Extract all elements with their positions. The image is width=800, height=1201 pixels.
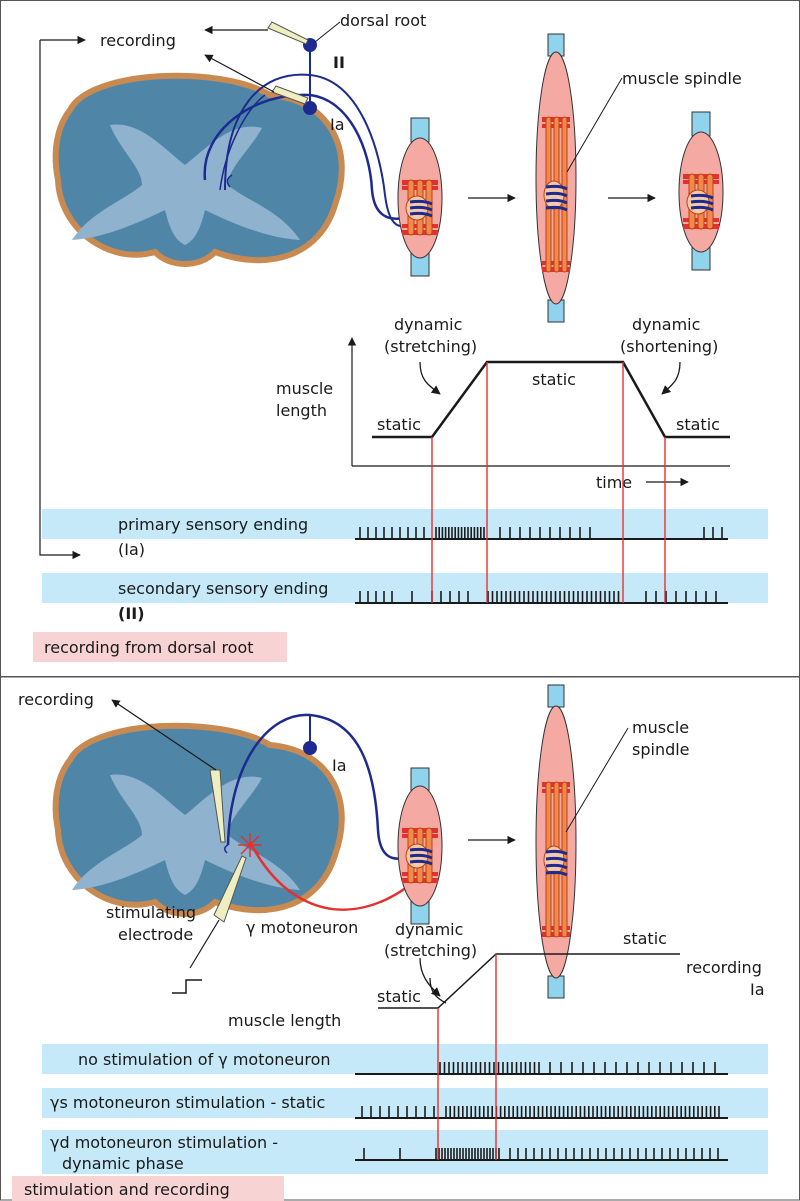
dynamic-shortening-label-2: (shortening) (620, 337, 718, 356)
spinal-cord-bottom (56, 726, 342, 914)
dorsal-root-ganglion-ia-b (303, 741, 317, 755)
row-label-gs-stim: γs motoneuron stimulation - static (50, 1093, 325, 1112)
dynamic-label-b-1: dynamic (395, 920, 463, 939)
static-label-mid: static (532, 370, 576, 389)
caption-b: stimulation and recording (24, 1180, 230, 1199)
stimulation-site-icon (238, 833, 262, 857)
caption-a: recording from dorsal root (44, 638, 254, 657)
recording-label-b: recording (18, 690, 94, 709)
dynamic-label-b-2: (stretching) (384, 941, 477, 960)
row-label-primary: primary sensory ending (118, 515, 308, 534)
muscle-length-label-b: muscle length (228, 1011, 341, 1030)
muscle-length-graph (352, 338, 730, 482)
time-label: time (596, 473, 632, 492)
static-label-b-top: static (623, 929, 667, 948)
static-label-left: static (377, 415, 421, 434)
panel-b: recording Ia muscle spindle stimulating … (1, 677, 800, 1201)
panel-a: recording dorsal root II Ia muscle spind… (1, 1, 800, 677)
step-pulse-icon (172, 980, 202, 993)
muscle-length-label-1: muscle (276, 379, 333, 398)
muscle-relaxed-left (398, 118, 442, 276)
spinal-cord-top (56, 76, 342, 264)
dynamic-stretching-label-2: (stretching) (384, 337, 477, 356)
fiber-ii-label: II (333, 53, 345, 72)
static-label-right: static (676, 415, 720, 434)
stimulating-electrode-label-2: electrode (118, 925, 193, 944)
muscle-spindle-label-b-1: muscle (632, 718, 689, 737)
row-sublabel-gd-stim: dynamic phase (62, 1154, 184, 1173)
dynamic-shortening-label-1: dynamic (632, 315, 700, 334)
gamma-motoneuron-label: γ motoneuron (246, 918, 358, 937)
row-label-secondary: secondary sensory ending (118, 579, 328, 598)
recording-ia-label-1: recording (686, 958, 762, 977)
recording-ia-label-2: Ia (750, 980, 765, 999)
muscle-spindle-label: muscle spindle (622, 69, 742, 88)
dorsal-root-label: dorsal root (340, 11, 426, 30)
muscle-relaxed-right (679, 112, 723, 270)
length-trace-b (378, 954, 680, 1008)
muscle-spindle-label-b-2: spindle (632, 740, 690, 759)
row-sublabel-secondary: (II) (118, 604, 145, 623)
electrode-icon (268, 22, 308, 44)
fiber-ia-label-b: Ia (332, 756, 347, 775)
dynamic-stretching-label-1: dynamic (394, 315, 462, 334)
row-label-no-stim: no stimulation of γ motoneuron (78, 1050, 331, 1069)
muscle-stretched (536, 34, 576, 322)
muscle-length-label-2: length (276, 401, 327, 420)
fiber-ia-label: Ia (330, 115, 345, 134)
row-sublabel-primary: (Ia) (118, 540, 145, 559)
muscle-b-stretched (536, 685, 576, 998)
recording-label: recording (100, 31, 176, 50)
stimulating-electrode-label-1: stimulating (106, 903, 196, 922)
static-label-b-left: static (377, 987, 421, 1006)
row-label-gd-stim: γd motoneuron stimulation - (50, 1133, 278, 1152)
muscle-b-relaxed (398, 768, 442, 924)
muscle-length-graph-b (378, 954, 680, 1008)
